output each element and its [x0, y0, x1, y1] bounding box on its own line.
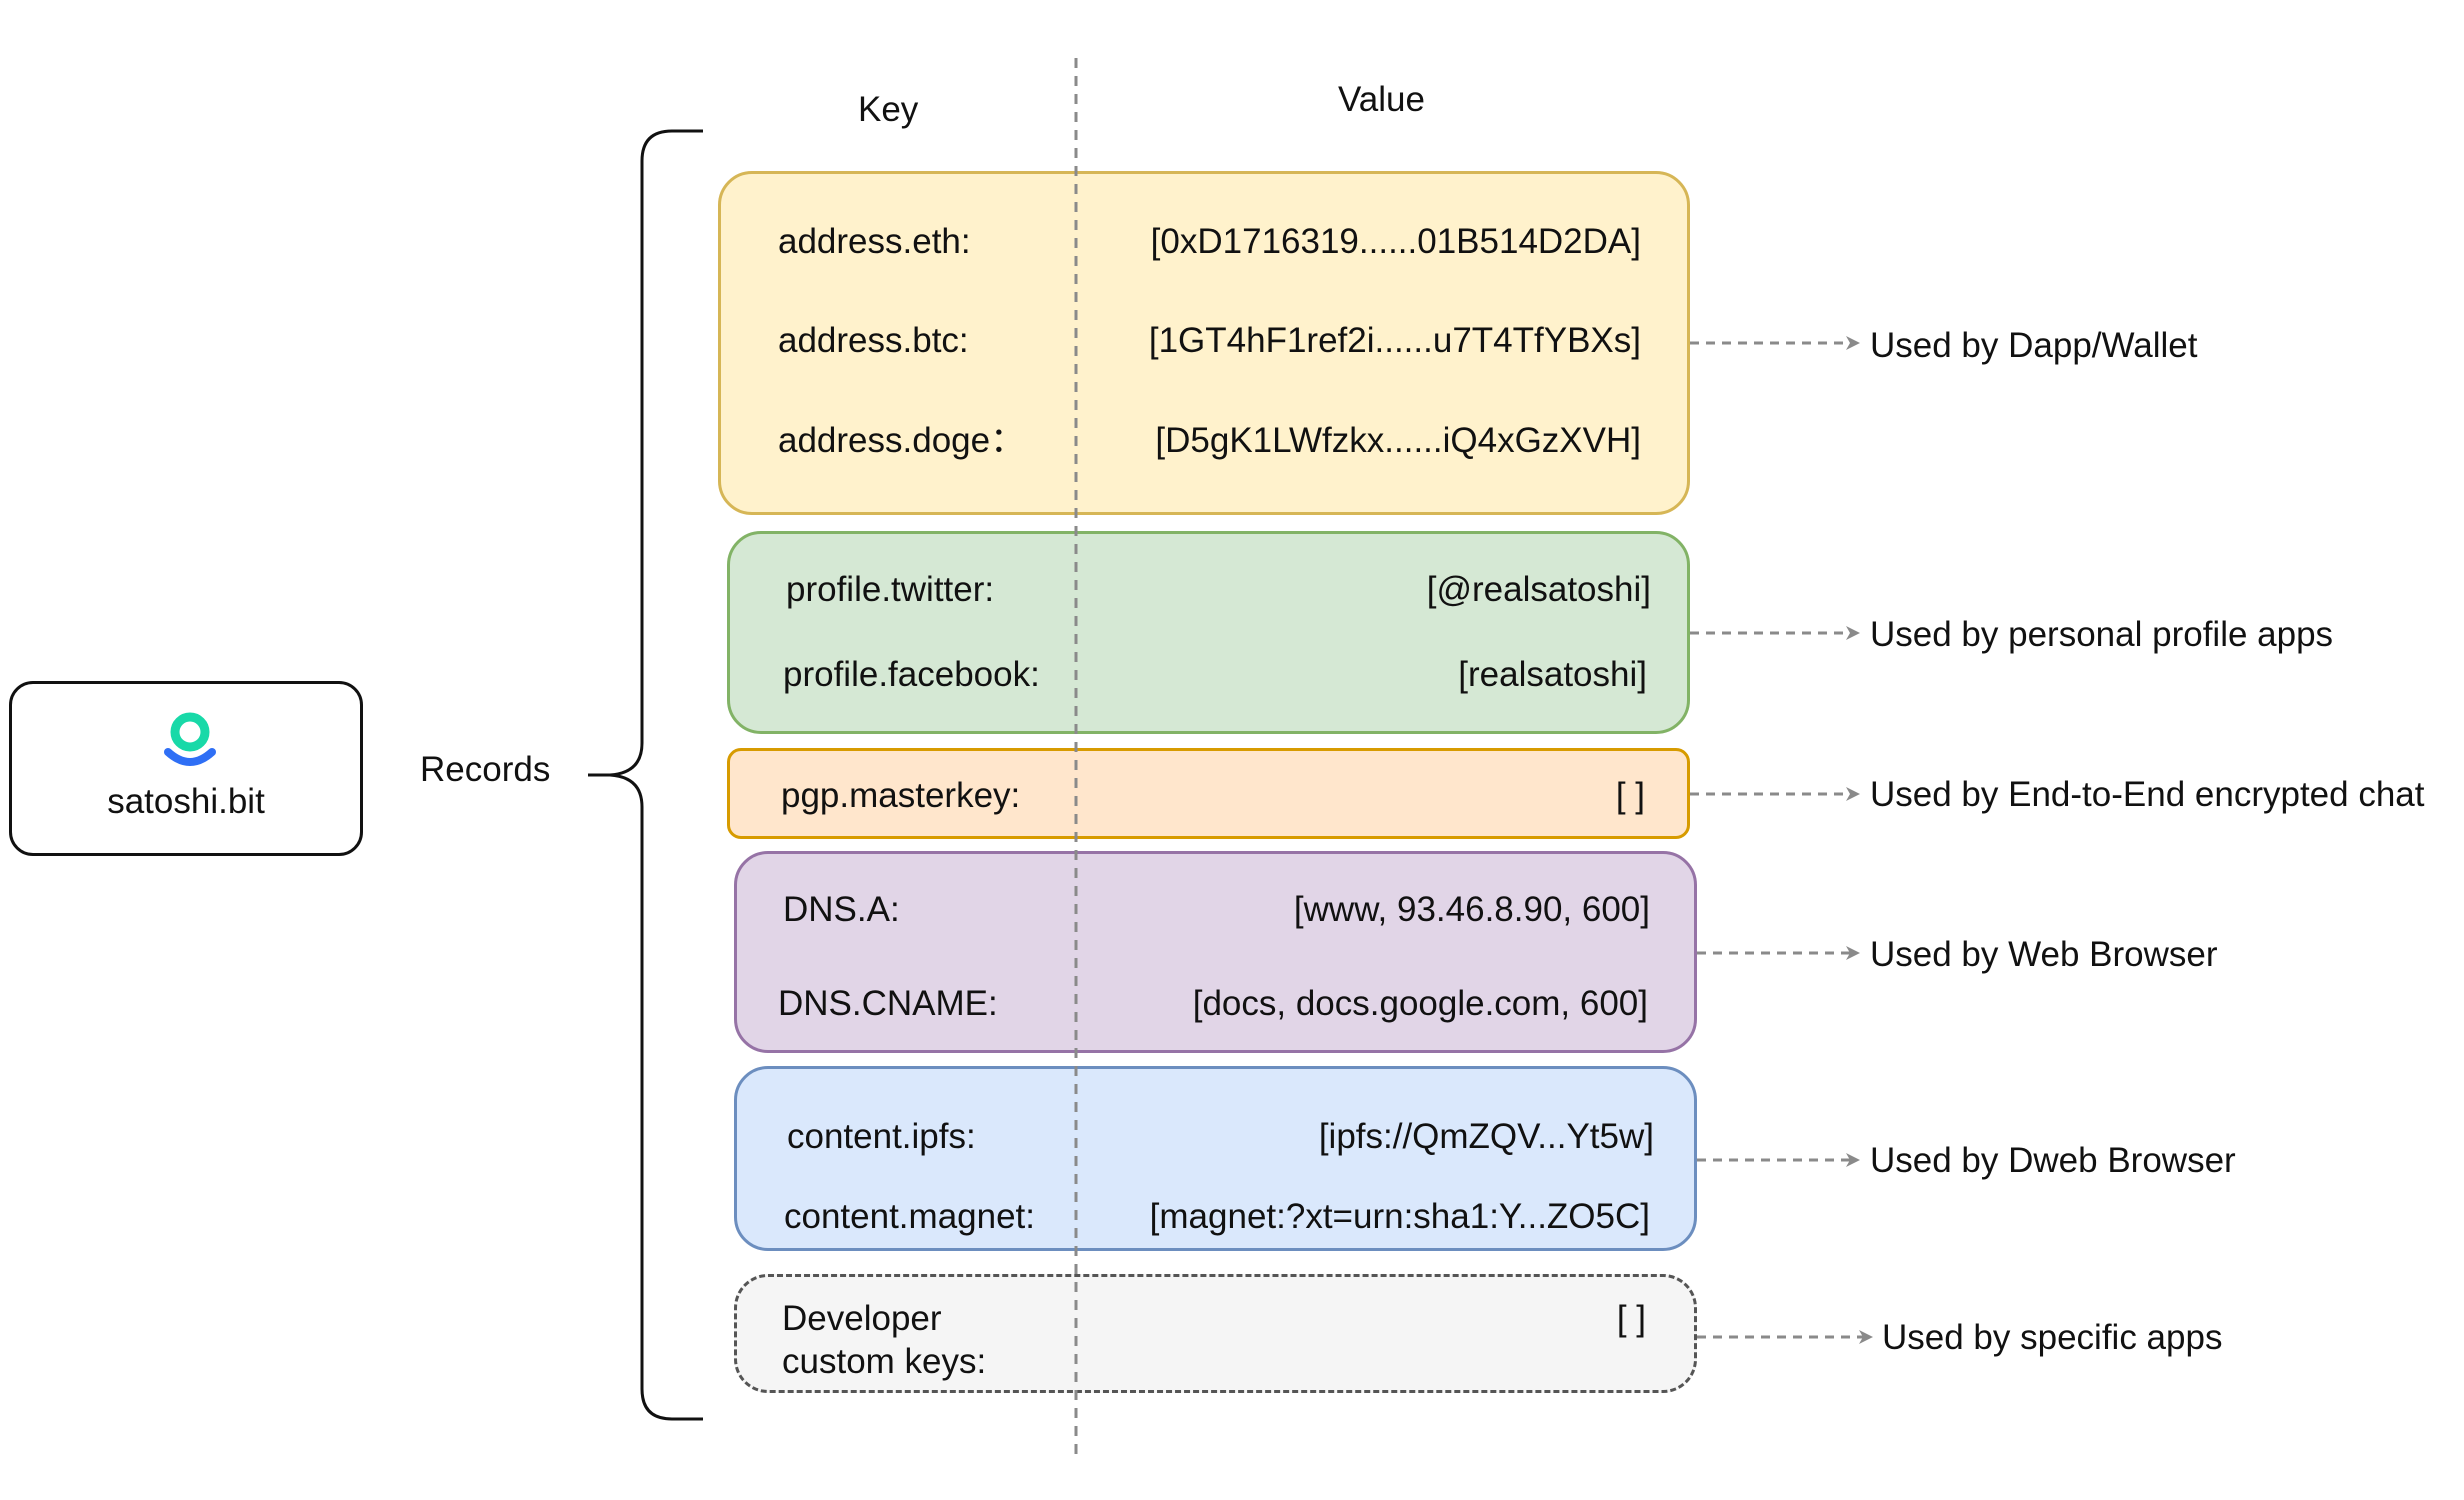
group-dns: DNS.A: [www, 93.46.8.90, 600] DNS.CNAME:… — [734, 851, 1697, 1053]
record-key: address.doge： — [778, 421, 1026, 460]
key-column-header: Key — [858, 90, 919, 129]
group-profile: profile.twitter: [@realsatoshi] profile.… — [727, 531, 1690, 734]
record-key-line1: Developer — [782, 1299, 942, 1338]
record-key: address.eth: — [778, 222, 971, 261]
usage-label-chat: Used by End-to-End encrypted chat — [1870, 775, 2425, 814]
records-bracket — [590, 129, 703, 1421]
record-key: profile.facebook: — [783, 655, 1040, 694]
record-value: [ ] — [1615, 776, 1645, 815]
dotbit-logo-icon — [164, 712, 216, 766]
record-key-line2: custom keys: — [782, 1342, 987, 1381]
record-value: [magnet:?xt=urn:sha1:Y...ZO5C] — [1149, 1197, 1650, 1236]
record-value: [www, 93.46.8.90, 600] — [1293, 890, 1650, 929]
record-value: [realsatoshi] — [1458, 655, 1647, 694]
domain-node[interactable]: satoshi.bit — [9, 681, 363, 856]
group-pgp: pgp.masterkey: [ ] — [727, 748, 1690, 839]
record-key: pgp.masterkey: — [781, 776, 1021, 815]
group-content: content.ipfs: [ipfs://QmZQV...Yt5w] cont… — [734, 1066, 1697, 1251]
record-key: content.ipfs: — [787, 1117, 976, 1156]
record-key: profile.twitter: — [786, 570, 995, 609]
record-value: [@realsatoshi] — [1426, 570, 1651, 609]
record-key: DNS.A: — [783, 890, 900, 929]
value-column-header: Value — [1338, 80, 1425, 119]
record-key: DNS.CNAME: — [778, 984, 998, 1023]
usage-label-web: Used by Web Browser — [1870, 935, 2218, 974]
group-custom: Developer custom keys: [ ] — [734, 1274, 1697, 1393]
record-value: [D5gK1LWfzkx......iQ4xGzXVH] — [1155, 421, 1641, 460]
record-value: [0xD1716319......01B514D2DA] — [1150, 222, 1641, 261]
usage-label-profile: Used by personal profile apps — [1870, 615, 2334, 654]
records-label: Records — [420, 750, 551, 789]
record-key: address.btc: — [778, 321, 969, 360]
record-value: [ipfs://QmZQV...Yt5w] — [1318, 1117, 1654, 1156]
record-key: content.magnet: — [784, 1197, 1035, 1236]
record-value: [1GT4hF1ref2i......u7T4TfYBXs] — [1148, 321, 1641, 360]
usage-label-specific: Used by specific apps — [1882, 1318, 2223, 1357]
domain-label: satoshi.bit — [107, 782, 265, 821]
group-address: address.eth: [0xD1716319......01B514D2DA… — [718, 171, 1690, 515]
usage-label-wallet: Used by Dapp/Wallet — [1870, 326, 2198, 365]
record-value: [ ] — [1616, 1299, 1646, 1338]
record-value: [docs, docs.google.com, 600] — [1192, 984, 1648, 1023]
usage-label-dweb: Used by Dweb Browser — [1870, 1141, 2236, 1180]
